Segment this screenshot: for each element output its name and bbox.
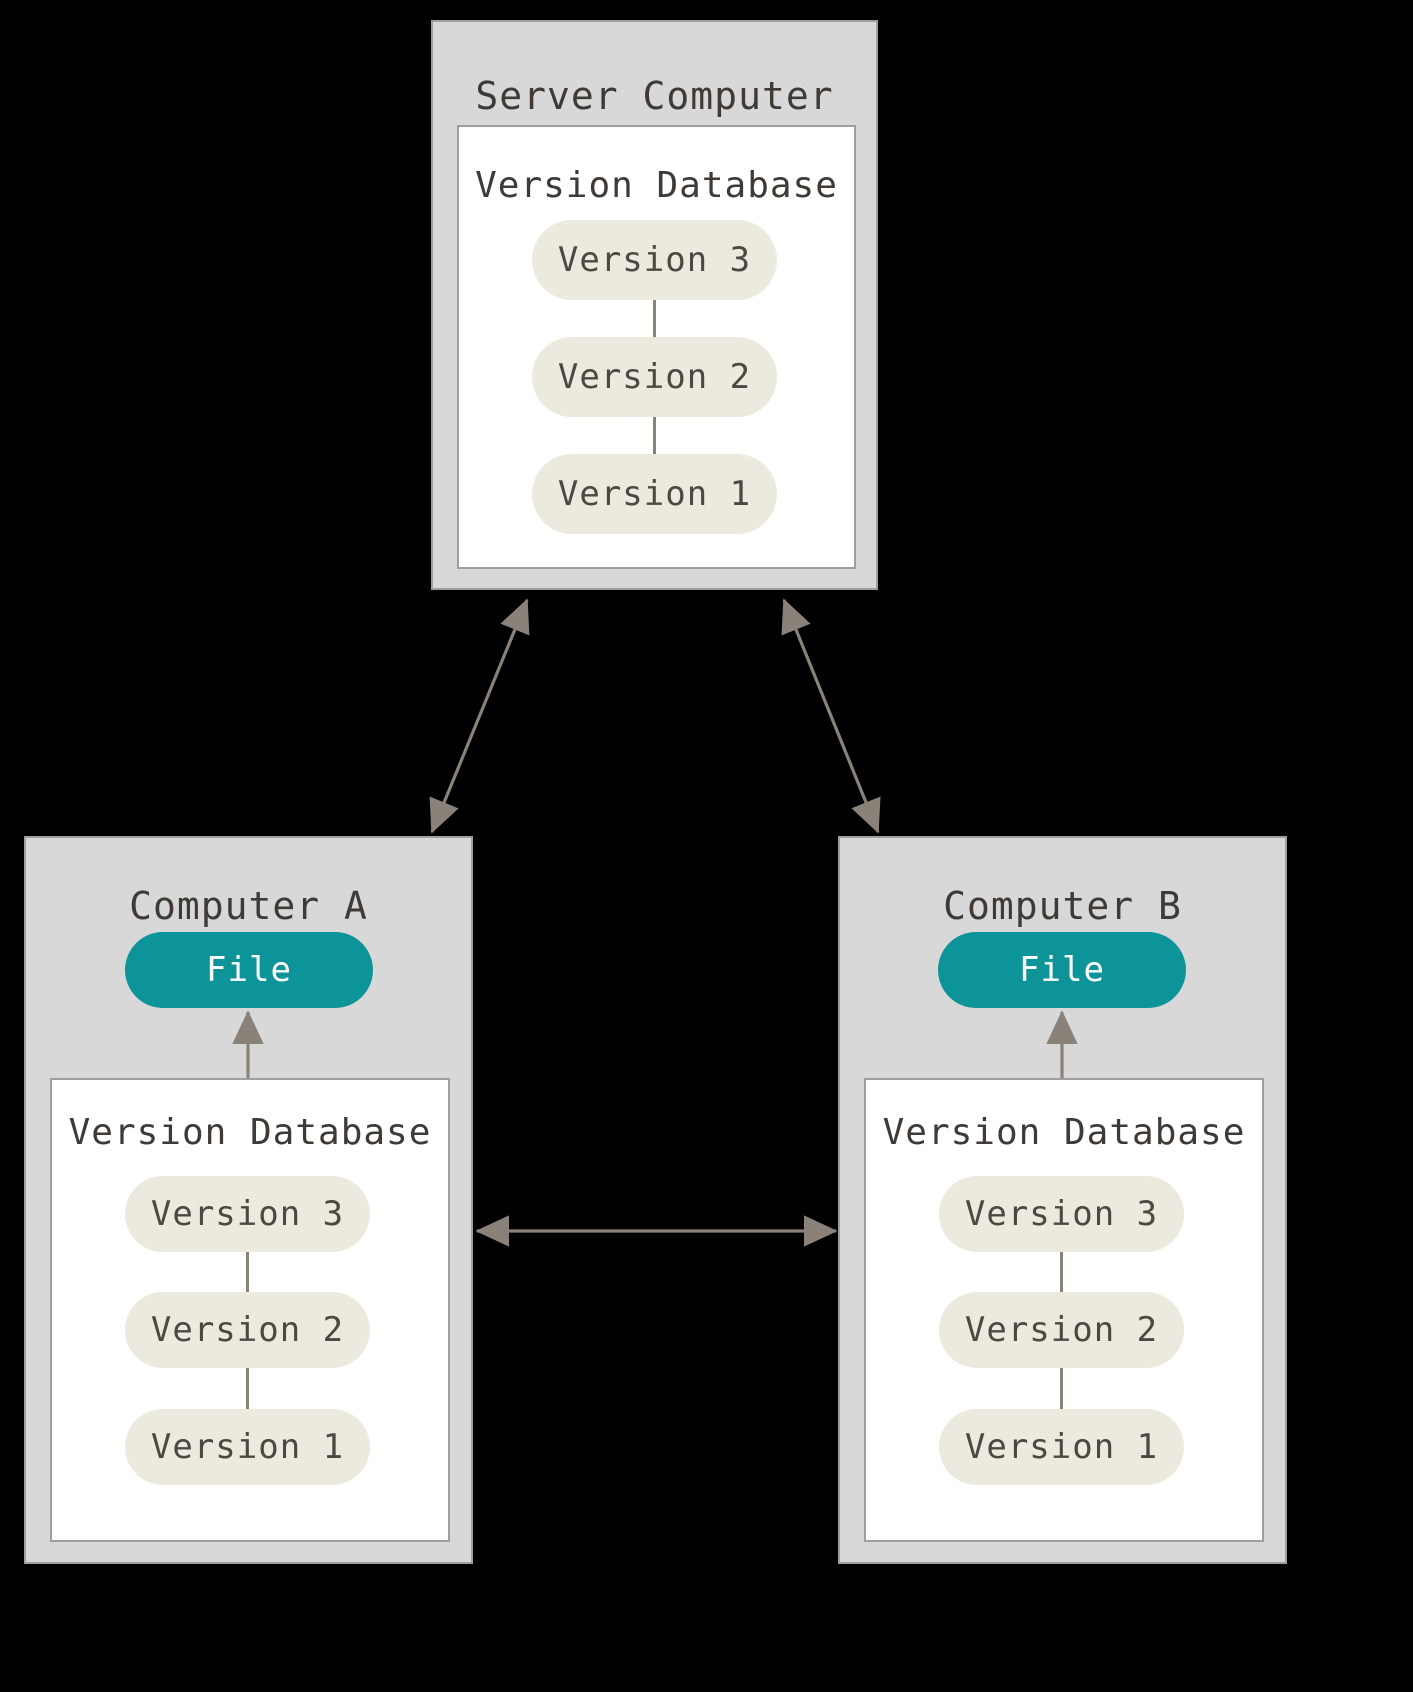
server-version-3-label: Version 3 <box>557 240 752 280</box>
computer-a-version-1-pill[interactable]: Version 1 <box>125 1409 370 1485</box>
server-version-1-label: Version 1 <box>557 474 752 514</box>
computer-a-version-2-pill[interactable]: Version 2 <box>125 1292 370 1368</box>
server-computer-box[interactable]: Server Computer Version Database <box>431 20 878 590</box>
computer-b-file-pill[interactable]: File <box>938 932 1186 1008</box>
arrow-server-to-computer-a <box>429 598 530 834</box>
computer-b-version-database-title: Version Database <box>882 1112 1246 1153</box>
computer-b-title: Computer B <box>943 884 1182 928</box>
computer-b-version-1-pill[interactable]: Version 1 <box>939 1409 1184 1485</box>
computer-a-version-1-label: Version 1 <box>150 1427 345 1467</box>
computer-b-version-1-label: Version 1 <box>964 1427 1159 1467</box>
computer-b-link-2-1 <box>1060 1368 1063 1409</box>
computer-a-version-3-label: Version 3 <box>150 1194 345 1234</box>
computer-b-version-2-label: Version 2 <box>964 1310 1159 1350</box>
computer-a-version-database-title: Version Database <box>68 1112 432 1153</box>
server-version-database-title: Version Database <box>475 165 838 206</box>
server-version-2-label: Version 2 <box>557 357 752 397</box>
computer-a-version-2-label: Version 2 <box>150 1310 345 1350</box>
computer-a-file-pill[interactable]: File <box>125 932 373 1008</box>
server-computer-title: Server Computer <box>475 74 834 118</box>
computer-b-link-3-2 <box>1060 1252 1063 1292</box>
computer-b-version-3-pill[interactable]: Version 3 <box>939 1176 1184 1252</box>
computer-b-file-label: File <box>1019 950 1105 990</box>
computer-a-link-2-1 <box>246 1368 249 1409</box>
arrow-server-to-computer-b <box>781 598 881 834</box>
server-link-2-1 <box>653 417 656 454</box>
computer-b-version-3-label: Version 3 <box>964 1194 1159 1234</box>
computer-b-version-2-pill[interactable]: Version 2 <box>939 1292 1184 1368</box>
computer-a-link-3-2 <box>246 1252 249 1292</box>
server-version-2-pill[interactable]: Version 2 <box>532 337 777 417</box>
computer-a-file-label: File <box>206 950 292 990</box>
server-version-3-pill[interactable]: Version 3 <box>532 220 777 300</box>
server-version-1-pill[interactable]: Version 1 <box>532 454 777 534</box>
computer-a-version-3-pill[interactable]: Version 3 <box>125 1176 370 1252</box>
server-link-3-2 <box>653 300 656 337</box>
computer-a-title: Computer A <box>129 884 368 928</box>
